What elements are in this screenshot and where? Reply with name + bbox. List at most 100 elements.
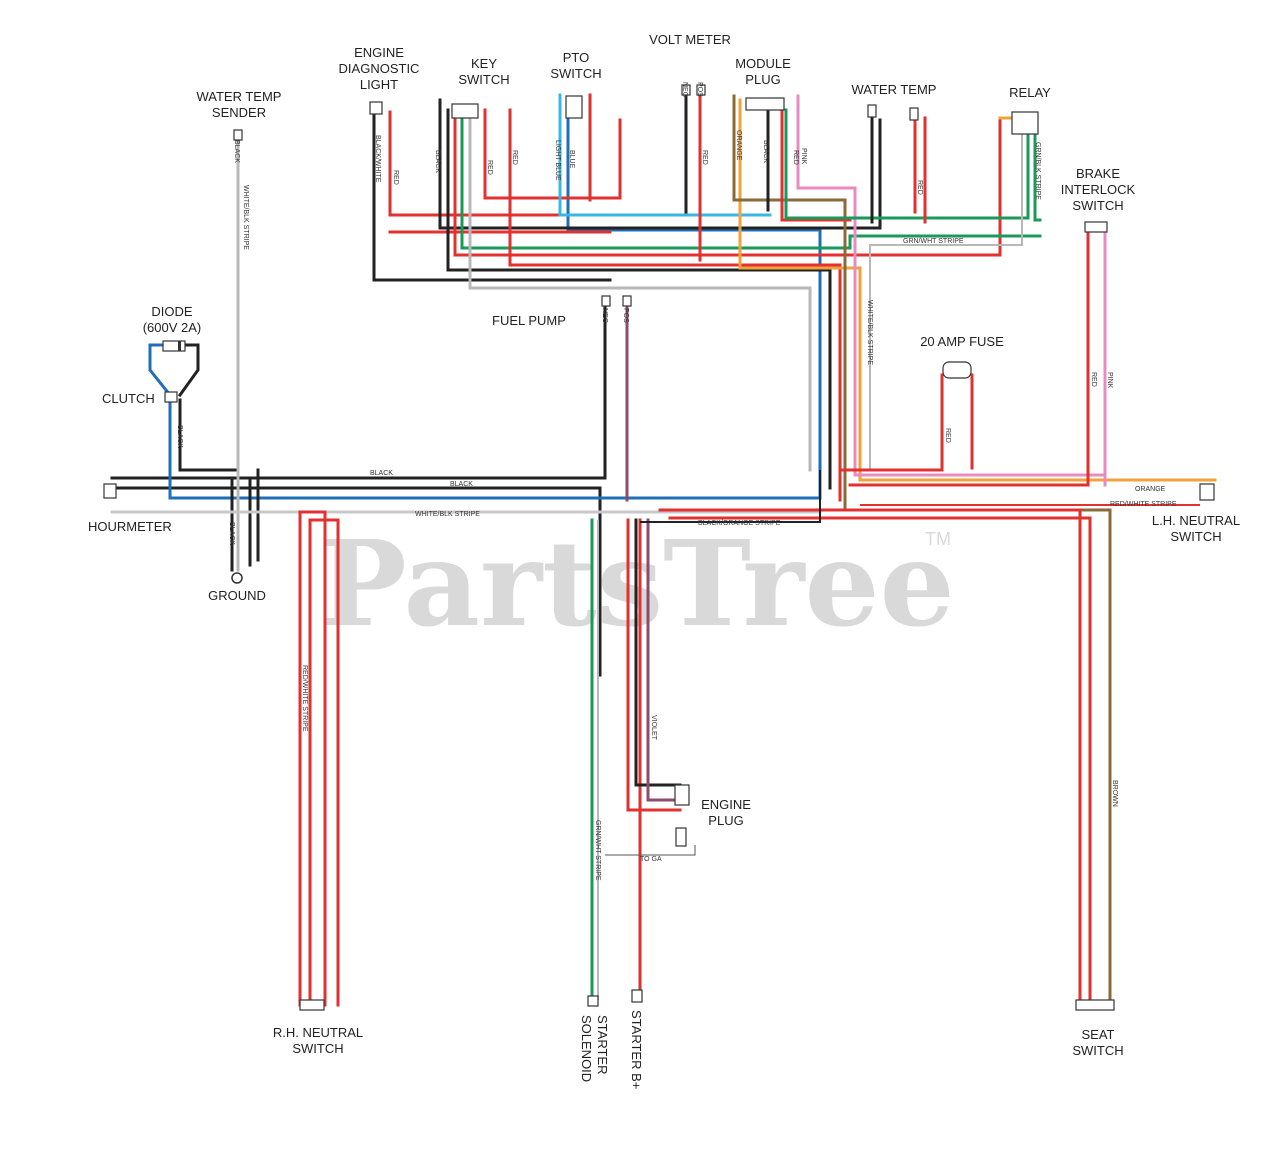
wire-engine-violet xyxy=(646,518,682,802)
engine-plug-connector xyxy=(674,784,690,806)
connectors xyxy=(103,84,1215,1011)
wire-module-red xyxy=(780,108,852,222)
water-temp-sender-label-1: WATER TEMP xyxy=(197,89,282,104)
wire-seat-red2 xyxy=(668,516,1092,1007)
wire-diode-blue xyxy=(148,343,173,398)
wire-label-red-key: RED xyxy=(486,160,493,175)
wire-label-grn-white-2: GRN/WHT STRIPE xyxy=(594,820,601,881)
pto-switch-label-2: SWITCH xyxy=(550,66,601,81)
key-switch-label-1: KEY xyxy=(471,56,497,71)
watermark-tm: TM xyxy=(925,529,951,549)
wire-module-orange xyxy=(738,98,1217,482)
starter-solenoid-label-1: STARTER xyxy=(595,1015,610,1074)
fuse-holder xyxy=(942,361,972,379)
wire-black-clutch xyxy=(178,398,240,472)
volt-meter-pos xyxy=(696,84,706,96)
seat-switch-connector xyxy=(1075,999,1115,1011)
wire-black-orange xyxy=(640,470,821,523)
water-temp-sender-connector xyxy=(233,129,243,141)
wire-labels: BLACK BLACK WHITE/BLK STRIPE BLACK/ORANG… xyxy=(176,130,1177,881)
volt-pos-label: POS xyxy=(696,82,703,97)
fuel-neg-label: NEG xyxy=(601,308,608,323)
component-labels: WATER TEMP SENDER ENGINE DIAGNOSTIC LIGH… xyxy=(88,32,1240,1089)
hourmeter-connector xyxy=(103,483,117,499)
wire-label-black-white: BLACK/WHITE xyxy=(374,135,381,183)
module-plug-connector xyxy=(745,97,785,111)
engine-diag-label-3: LIGHT xyxy=(360,77,398,92)
lh-neutral-label-2: SWITCH xyxy=(1170,529,1221,544)
rh-neutral-connector xyxy=(299,999,325,1011)
starter-b-label: STARTER B+ xyxy=(629,1010,644,1089)
wire-module-brown xyxy=(732,94,1112,1007)
wire-label-red-diag: RED xyxy=(392,170,399,185)
wire-label-black-1: BLACK xyxy=(370,470,393,477)
diode-label-1: DIODE xyxy=(151,304,193,319)
fuse-label: 20 AMP FUSE xyxy=(920,334,1004,349)
wire-label-black-clutch: BLACK xyxy=(176,425,183,448)
ground-label: GROUND xyxy=(208,588,266,603)
wire-label-light-blue: LIGHT BLUE xyxy=(554,140,561,181)
wire-brake-red xyxy=(848,230,1090,487)
diode-label-2: (600V 2A) xyxy=(143,320,202,335)
starter-solenoid-label-2: SOLENOID xyxy=(579,1015,594,1082)
wire-module-green xyxy=(784,108,1030,220)
water-temp-connector-2 xyxy=(909,107,919,121)
fuel-pump-neg xyxy=(601,295,611,307)
wire-label-red-white-rh: RED/WHITE STRIPE xyxy=(301,665,308,732)
fuel-pump-pos xyxy=(622,295,632,307)
ground-terminal xyxy=(231,572,243,584)
diode-band xyxy=(178,341,181,351)
pto-switch-connector xyxy=(565,95,583,119)
wire-label-grn-white: GRN/WHT STRIPE xyxy=(903,238,964,245)
wire-key-black xyxy=(438,98,882,230)
wire-black-2 xyxy=(110,486,602,677)
engine-plug-label-1: ENGINE xyxy=(701,797,751,812)
wire-label-red-module: RED xyxy=(792,150,799,165)
wire-label-black-2: BLACK xyxy=(450,481,473,488)
wire-label-grn-blk: GRN/BLK STRIPE xyxy=(1034,142,1041,200)
wire-key-red xyxy=(453,113,1002,257)
wire-label-red-white: RED/WHITE STRIPE xyxy=(1110,501,1177,508)
wire-seat-red xyxy=(658,508,1082,1007)
wire-label-white-black: WHITE/BLK STRIPE xyxy=(415,511,480,518)
water-temp-connector-1 xyxy=(867,104,877,118)
brake-interlock-label-1: BRAKE xyxy=(1076,166,1120,181)
wire-label-orange: ORANGE xyxy=(1135,486,1166,493)
engine-diag-label-1: ENGINE xyxy=(354,45,404,60)
wire-diag-black xyxy=(372,110,612,282)
starter-b-connector xyxy=(631,989,643,1003)
wire-label-black-module: BLACK xyxy=(762,140,769,163)
clutch-label: CLUTCH xyxy=(102,391,155,406)
wire-engine-red2 xyxy=(626,518,682,812)
fuel-pos-label: POS xyxy=(622,308,629,323)
wire-label-black-orange: BLACK/ORANGE STRIPE xyxy=(698,520,781,527)
relay-body xyxy=(1011,111,1039,135)
wire-label-black-key: BLACK xyxy=(434,150,441,173)
wire-black-main xyxy=(110,298,607,480)
wire-label-red-volt: RED xyxy=(701,150,708,165)
diag-light-connector xyxy=(369,101,383,115)
hourmeter-label: HOURMETER xyxy=(88,519,172,534)
brake-interlock-label-3: SWITCH xyxy=(1072,198,1123,213)
wire-key-white xyxy=(468,113,812,472)
engine-plug-2 xyxy=(675,827,687,847)
water-temp-label: WATER TEMP xyxy=(852,82,937,97)
module-plug-label-1: MODULE xyxy=(735,56,791,71)
lh-neutral-label-1: L.H. NEUTRAL xyxy=(1152,513,1240,528)
wire-key-black2 xyxy=(446,108,832,490)
rh-neutral-label-1: R.H. NEUTRAL xyxy=(273,1025,363,1040)
brake-interlock-label-2: INTERLOCK xyxy=(1061,182,1136,197)
wire-key-red3 xyxy=(508,108,842,502)
wire-label-white-black-3: WHITE/BLK STRIPE xyxy=(866,300,873,365)
wire-label-red-brake: RED xyxy=(1090,372,1097,387)
wire-label-to-ga: TO GA xyxy=(640,856,662,863)
wire-key-green xyxy=(460,113,1042,250)
wire-blue-clutch xyxy=(168,118,822,500)
wire-label-brown: BROWN xyxy=(1111,780,1118,807)
water-temp-sender-label-2: SENDER xyxy=(212,105,266,120)
wires xyxy=(110,93,1217,1007)
seat-switch-label-1: SEAT xyxy=(1082,1027,1115,1042)
brake-interlock-connector xyxy=(1084,221,1108,233)
wire-label-orange-module: ORANGE xyxy=(735,130,742,161)
wire-label-white-black-2: WHITE/BLK STRIPE xyxy=(242,185,249,250)
